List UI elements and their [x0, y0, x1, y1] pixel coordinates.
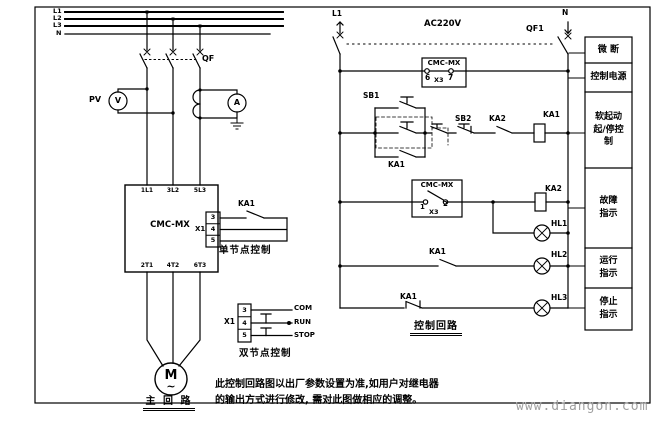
motor-letter: M	[164, 368, 178, 383]
phase-label-l3: L3	[53, 21, 62, 29]
fault-pin-1: 1	[420, 203, 425, 211]
main-circuit-title: 主 回 路	[143, 397, 195, 411]
com-label: COM	[294, 304, 313, 312]
legend-start-stop: 软起动 起/停控 制	[593, 112, 624, 148]
soft-starter-box	[124, 184, 221, 273]
ka2-contact-label: KA2	[489, 114, 506, 123]
hl2-label: HL2	[551, 250, 568, 259]
dual-pin-4: 4	[242, 319, 247, 327]
out-terminal-4t2: 4T2	[166, 262, 180, 269]
x1-pin-5: 5	[210, 236, 216, 244]
out-terminal-6t3: 6T3	[193, 262, 207, 269]
in-terminal-1l1: 1L1	[140, 187, 154, 194]
dual-pin-3: 3	[242, 306, 247, 314]
x1-pin-3: 3	[210, 213, 216, 221]
in-terminal-3l2: 3L2	[166, 187, 180, 194]
watermark: www.diangon.com	[516, 399, 649, 414]
power-module-row	[339, 57, 569, 88]
sb2-label: SB2	[455, 114, 472, 123]
pv-label: PV	[89, 95, 102, 104]
fault-x3: X3	[429, 208, 439, 216]
fault-indication-row	[339, 179, 569, 242]
legend-stop-indicator: 停止 指示	[599, 297, 618, 320]
control-supply-breaker-qf1	[332, 21, 572, 55]
hl1-label: HL1	[551, 219, 568, 228]
in-terminal-5l3: 5L3	[193, 187, 207, 194]
stop-ka1-label: KA1	[400, 292, 417, 301]
power-box-pin-7: 7	[448, 73, 454, 82]
out-terminal-2t1: 2T1	[140, 262, 154, 269]
power-box-pin-6: 6	[425, 73, 431, 82]
stop-indication-row	[339, 299, 569, 317]
legend-control-power: 控制电源	[590, 72, 627, 83]
fault-box-name: CMC-MX	[420, 181, 454, 189]
voltmeter	[108, 87, 175, 115]
ka1-contact-label: KA1	[238, 199, 255, 208]
voltmeter-letter: V	[114, 96, 122, 105]
phase-label-l2: L2	[53, 14, 62, 22]
phase-label-n: N	[56, 29, 62, 37]
junction-dots	[338, 69, 570, 268]
ka1-hold-label: KA1	[388, 160, 405, 169]
cc-neutral-n: N	[562, 8, 569, 17]
phase-bus-lines	[64, 11, 284, 35]
starter-name: CMC-MX	[150, 220, 190, 230]
power-box-x3: X3	[434, 76, 444, 84]
phase-label-l1: L1	[53, 7, 62, 15]
ka1-coil-label: KA1	[543, 110, 560, 119]
ammeter-letter: A	[233, 98, 241, 107]
hl3-label: HL3	[551, 293, 568, 302]
ka2-coil-label: KA2	[545, 184, 562, 193]
x1-connector-label: X1	[195, 225, 206, 233]
stop-label: STOP	[294, 330, 315, 339]
dual-x1-label: X1	[224, 317, 236, 326]
legend-column	[568, 36, 633, 331]
qf1-breaker-label: QF1	[526, 24, 544, 33]
legend-fault-indicator: 故障 指示	[599, 196, 618, 219]
single-node-caption: 单节点控制	[219, 245, 272, 256]
note-line-1: 此控制回路图以出厂参数设置为准,如用户对继电器	[215, 379, 439, 390]
main-breaker-qf	[139, 11, 204, 186]
motor	[146, 271, 201, 396]
legend-micro-breaker: 微 断	[597, 44, 620, 55]
run-ka1-label: KA1	[429, 247, 446, 256]
current-transformer-ammeter	[192, 88, 247, 130]
single-node-wiring	[219, 210, 288, 242]
drawing-border	[34, 6, 651, 404]
fault-pin-2: 2	[443, 200, 448, 208]
dual-node-connector	[237, 303, 293, 343]
cc-voltage: AC220V	[424, 19, 462, 29]
qf-breaker-label: QF	[202, 54, 215, 63]
cc-line-l1: L1	[332, 9, 342, 18]
run-indication-row	[339, 257, 569, 275]
dual-node-caption: 双节点控制	[239, 348, 292, 359]
sb1-label: SB1	[363, 91, 380, 100]
control-circuit-title: 控制回路	[410, 322, 462, 336]
run-label: RUN	[294, 318, 311, 326]
note-line-2: 的输出方式进行修改, 需对此图做相应的调整。	[215, 395, 423, 406]
motor-wave: ~	[166, 380, 176, 393]
power-box-name: CMC-MX	[427, 59, 461, 67]
x1-pin-4: 4	[210, 224, 216, 233]
start-stop-row	[339, 96, 569, 158]
dual-pin-5: 5	[242, 331, 247, 339]
legend-run-indicator: 运行 指示	[599, 256, 618, 279]
